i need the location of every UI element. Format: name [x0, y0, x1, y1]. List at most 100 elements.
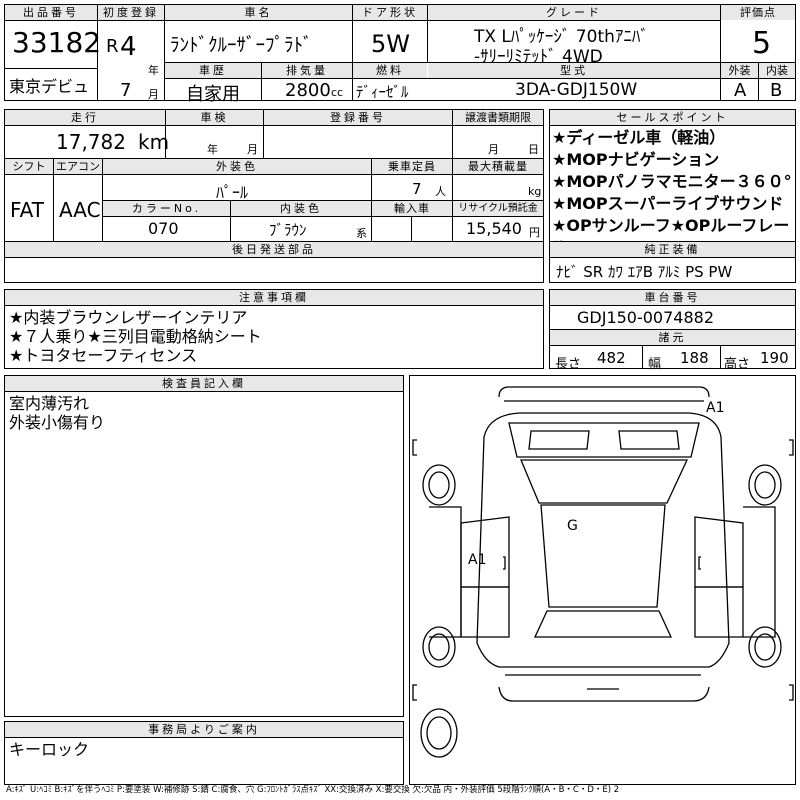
capacity-unit: 人 — [435, 185, 446, 198]
damage-mark-a1-left: A1 — [468, 552, 487, 568]
aircon-label: エアコン — [54, 159, 102, 174]
history-value: 自家用 — [186, 84, 240, 105]
model-value: 3DA-GDJ150W — [515, 80, 638, 100]
displacement-value: 2800 — [285, 80, 331, 101]
shift-value: FAT — [10, 198, 45, 222]
fuel-label: 燃料 — [353, 63, 427, 78]
damage-mark-a1-top: A1 — [706, 400, 725, 416]
note-line: ★７人乗り★三列目電動格納シート — [9, 327, 262, 346]
exterior-value: A — [734, 80, 747, 101]
sales-point: ★ディーゼル車（軽油） — [552, 128, 726, 147]
venue-name: 東京デビュ — [9, 77, 90, 96]
transfer-label: 譲渡書類期限 — [453, 110, 543, 125]
door-label: ドア形状 — [353, 5, 427, 20]
reg-year: 4 — [120, 32, 137, 62]
aircon-value: AAC — [59, 198, 101, 222]
interior-label: 内装 — [759, 63, 795, 78]
sales-label: セールスポイント — [550, 110, 795, 125]
fuel-value: ﾃﾞｨｰｾﾞﾙ — [356, 83, 409, 101]
spec-label: 諸元 — [550, 330, 795, 345]
displacement-label: 排気量 — [262, 63, 352, 78]
equipment-value: ﾅﾋﾞ SR ｶﾜ ｴｱB ｱﾙﾐ PS PW — [556, 263, 733, 281]
car-diagram — [412, 386, 794, 758]
color-label: 外装色 — [103, 159, 371, 174]
displacement-unit: cc — [331, 86, 344, 99]
recycle-unit: 円 — [529, 226, 540, 239]
grade-label: グレード — [428, 5, 720, 20]
recycle-value: 15,540 — [466, 219, 522, 238]
score-label: 評価点 — [721, 5, 795, 20]
chassis-value: GDJ150-0074882 — [577, 308, 715, 327]
office-label: 事務局よりご案内 — [5, 722, 403, 737]
colorno-label: カラーNo. — [103, 201, 230, 216]
details-section — [4, 109, 544, 283]
inspector-list: 室内薄汚れ 外装小傷有り — [9, 394, 105, 432]
intcolor-value: ﾌﾞﾗｳﾝ — [269, 221, 307, 239]
mileage-value: 17,782 — [56, 130, 126, 154]
notes-section — [4, 289, 544, 369]
lot-label: 出品番号 — [5, 5, 97, 20]
inspection-year-unit: 年 — [207, 143, 218, 156]
notes-label: 注意事項欄 — [5, 290, 543, 305]
legend-text: A:ｷｽﾞ U:ﾍｺﾐ B:ｷｽﾞを伴うﾍｺﾐ P:要塗装 W:補修跡 S:錆 … — [6, 785, 620, 795]
damage-mark-g: G — [567, 518, 578, 534]
interior-value: B — [770, 80, 783, 101]
loadmax-label: 最大積載量 — [453, 159, 543, 174]
capacity-value: 7 — [412, 180, 422, 198]
colorno-value: 070 — [148, 219, 179, 238]
note-line: ★トヨタセーフティセンス — [9, 346, 198, 365]
reg-month: 7 — [120, 80, 132, 101]
color-value: ﾊﾟｰﾙ — [216, 183, 249, 202]
mileage-unit: km — [138, 130, 170, 154]
reg-era: R — [106, 36, 119, 57]
equipment-label: 純正装備 — [550, 242, 795, 257]
reg-month-unit: 月 — [148, 88, 159, 101]
sales-point: ★MOPスーパーライブサウンド — [552, 194, 784, 213]
inspection-label: 車検 — [166, 110, 263, 125]
inspector-line: 外装小傷有り — [9, 413, 106, 432]
length-label: 長さ — [555, 357, 582, 372]
car-name-label: 車名 — [165, 5, 352, 20]
inspector-section — [4, 375, 404, 717]
exterior-label: 外装 — [721, 63, 758, 78]
capacity-label: 乗車定員 — [372, 159, 452, 174]
history-label: 車歴 — [165, 63, 261, 78]
door-value: 5W — [371, 30, 410, 58]
lot-number: 33182 — [12, 26, 102, 59]
car-diagram-section — [409, 375, 796, 785]
sales-section — [549, 109, 796, 283]
inspector-label: 検査員記入欄 — [5, 376, 403, 391]
sales-list: ★ディーゼル車（軽油） ★MOPナビゲーション ★MOPパノラマモニター３６０°… — [552, 127, 800, 259]
chassis-label: 車台番号 — [550, 290, 795, 305]
score-value: 5 — [752, 26, 772, 61]
office-value: キーロック — [9, 740, 90, 759]
grade-line1: TX Lﾊﾟｯｹｰｼﾞ 70thｱﾆﾊﾞ — [474, 27, 649, 47]
inspector-line: 室内薄汚れ — [9, 394, 90, 413]
model-label: 型式 — [428, 63, 720, 78]
first-reg-label: 初度登録 — [98, 5, 164, 20]
reg-year-unit: 年 — [148, 64, 159, 77]
import-label: 輸入車 — [372, 201, 452, 216]
height-label: 高さ — [724, 357, 751, 372]
inspection-month-unit: 月 — [247, 143, 258, 156]
notes-list: ★内装ブラウンレザーインテリア ★７人乗り★三列目電動格納シート ★トヨタセーフ… — [9, 308, 262, 365]
office-section — [4, 721, 404, 785]
sales-point: ★MOPパノラマモニター３６０° — [552, 172, 792, 191]
later-label: 後日発送部品 — [5, 242, 543, 257]
intcolor-unit: 系 — [356, 227, 367, 240]
transfer-month-unit: 月 — [488, 143, 499, 156]
sales-point: ★MOPナビゲーション — [552, 150, 720, 169]
transfer-day-unit: 日 — [528, 143, 539, 156]
shift-label: シフト — [5, 159, 53, 174]
height-value: 190 — [760, 349, 789, 367]
mileage-label: 走行 — [5, 110, 165, 125]
intcolor-label: 内装色 — [231, 201, 371, 216]
note-line: ★内装ブラウンレザーインテリア — [9, 308, 248, 327]
width-value: 188 — [680, 349, 709, 367]
length-value: 482 — [597, 349, 626, 367]
header-section — [4, 4, 796, 101]
car-name: ﾗﾝﾄﾞｸﾙｰｻﾞｰﾌﾟﾗﾄﾞ — [170, 34, 313, 56]
recycle-label: リサイクル預託金 — [453, 201, 543, 216]
loadmax-unit: kg — [528, 185, 542, 198]
width-label: 幅 — [648, 357, 662, 372]
